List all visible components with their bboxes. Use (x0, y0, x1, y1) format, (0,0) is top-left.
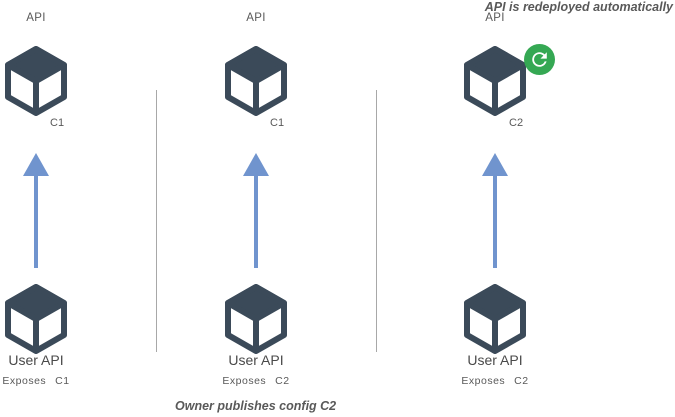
annotation-owner-publishes: Owner publishes config C2 (175, 399, 337, 413)
api-config-label: C1 (270, 117, 285, 129)
exposes-label: Exposes (461, 375, 506, 387)
user-api-cube-icon (223, 280, 289, 354)
arrow-head (482, 153, 508, 176)
user-api-cube-icon (462, 280, 528, 354)
exposes-config-value: C1 (55, 375, 70, 387)
user-api-label: User API (228, 352, 284, 368)
annotation-redeployed: API is redeployed automatically (484, 0, 673, 14)
user-api-label: User API (8, 352, 64, 368)
exposes-row: Exposes C2 (459, 375, 531, 387)
panel-divider (156, 90, 157, 352)
user-api-cube-icon (3, 280, 69, 354)
arrow-head (243, 153, 269, 176)
exposes-label: Exposes (2, 375, 47, 387)
stage-panel-2: API C1 User API Exposes C2 (220, 0, 292, 417)
exposes-row: Exposes C2 (220, 375, 292, 387)
api-config-label: C2 (509, 117, 524, 129)
stage-panel-1: API C1 User API Exposes C1 (0, 0, 72, 417)
exposes-config-value: C2 (275, 375, 290, 387)
api-label: API (485, 12, 505, 24)
api-cube-icon (462, 42, 528, 116)
arrow-shaft (254, 175, 258, 268)
exposes-config-value: C2 (514, 375, 529, 387)
exposes-label: Exposes (222, 375, 267, 387)
user-api-label: User API (467, 352, 523, 368)
api-config-label: C1 (50, 117, 65, 129)
exposes-row: Exposes C1 (0, 375, 72, 387)
refresh-icon (524, 44, 555, 75)
api-cube-icon (3, 42, 69, 116)
arrow-shaft (34, 175, 38, 268)
arrow-head (23, 153, 49, 176)
api-label: API (26, 12, 46, 24)
stage-panel-3: API C2 (459, 0, 555, 417)
arrow-shaft (493, 175, 497, 268)
panel-divider (376, 90, 377, 352)
api-label: API (246, 12, 266, 24)
api-cube-icon (223, 42, 289, 116)
